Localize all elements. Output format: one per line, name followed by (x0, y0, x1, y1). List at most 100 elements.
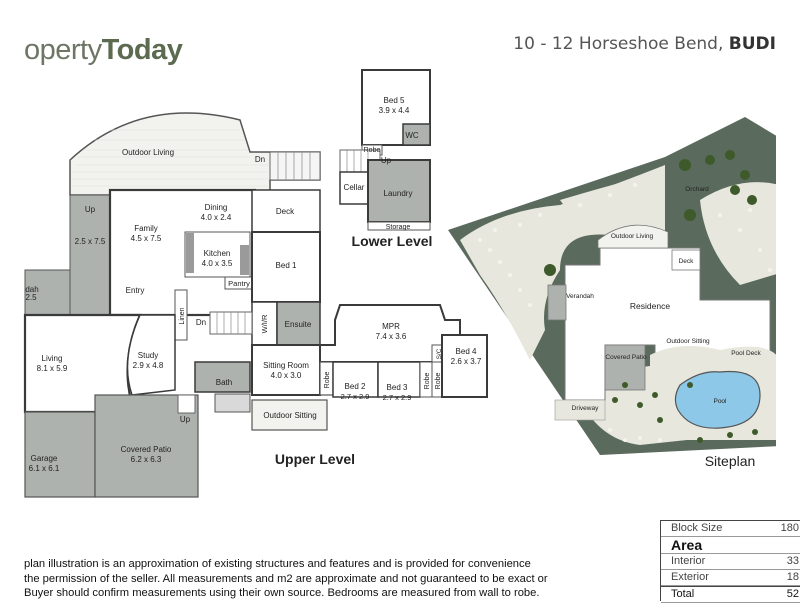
site-label-pool: Pool (713, 398, 727, 405)
pool-shape (674, 370, 761, 429)
label-sitting-size: 4.0 x 3.0 (271, 371, 302, 380)
label-mpr: MPR (382, 322, 400, 331)
site-label-driveway: Driveway (572, 405, 599, 412)
label-robe2: Robe (424, 373, 431, 390)
ensuite-room (276, 301, 321, 346)
label-linen: Linen (179, 307, 186, 324)
site-driveway (554, 399, 606, 421)
label-bed4-size: 2.6 x 3.7 (451, 357, 482, 366)
site-deck (671, 249, 701, 271)
label-verandah-size: 2.5 (25, 293, 37, 302)
kitchen-room (184, 231, 251, 278)
label-verandah: dah (25, 285, 38, 294)
label-garage-size: 6.1 x 6.1 (29, 464, 60, 473)
area-row-exterior: Exterior 18 (661, 570, 800, 586)
label-outdoor-living: Outdoor Living (122, 148, 174, 157)
bath-room (194, 361, 251, 393)
siteplan-title: Siteplan (705, 453, 756, 469)
label-bed2: Bed 2 (345, 382, 366, 391)
area-heading: Area (661, 537, 800, 554)
disclaimer-line-1: plan illustration is an approximation of… (24, 558, 531, 570)
deck-boards (72, 129, 268, 187)
label-mpr-size: 7.4 x 3.6 (376, 332, 407, 341)
kitchen-bench (240, 245, 249, 275)
address-text: 10 - 12 Horseshoe Bend, (513, 34, 729, 54)
label-covered-patio-size: 6.2 x 6.3 (131, 455, 162, 464)
block-size-label: Block Size (671, 522, 723, 534)
total-value: 52 (786, 588, 799, 600)
label-family: Family (134, 224, 158, 233)
stairs-bottom (177, 394, 196, 414)
area-row-interior: Interior 33 (661, 554, 800, 570)
brand-logo-bold: Today (101, 34, 183, 66)
label-bed4: Bed 4 (456, 347, 477, 356)
stairs-top (269, 151, 321, 181)
label-kitchen-size: 4.0 x 3.5 (202, 259, 233, 268)
label-patio-size: 2.5 x 7.5 (75, 237, 106, 246)
garden-lawn-right (700, 182, 776, 285)
interior-label: Interior (671, 555, 706, 567)
label-living: Living (42, 354, 63, 363)
upper-level-title: Upper Level (275, 451, 355, 467)
label-cellar: Cellar (344, 183, 365, 192)
label-dining: Dining (205, 203, 228, 212)
bed3-room (377, 361, 421, 398)
label-bed2-size: 2.7 x 2.9 (341, 392, 370, 401)
disclaimer-line-2: the permission of the seller. All measur… (24, 572, 548, 585)
site-outdoor-living (597, 224, 669, 249)
label-up-bottom: Up (180, 415, 191, 424)
exterior-value: 18 (786, 571, 799, 583)
interior-value: 33 (786, 555, 799, 567)
sitting-room (251, 344, 321, 396)
verandah-partial (24, 269, 71, 316)
site-label-outdoor-living: Outdoor Living (611, 233, 654, 240)
label-lower-up: Up (381, 156, 392, 165)
label-bed3-size: 2.7 x 2.9 (383, 393, 412, 402)
lower-level-plan (339, 69, 431, 231)
total-label: Total (671, 588, 695, 600)
site-label-orchard: Orchard (685, 186, 709, 193)
laundry-room (367, 159, 431, 223)
label-laundry: Laundry (384, 189, 413, 198)
label-storage: Storage (386, 224, 411, 231)
site-label-pool-deck: Pool Deck (731, 350, 761, 357)
bed1-room (251, 231, 321, 303)
label-pantry: Pantry (228, 279, 250, 288)
siteplan (448, 117, 776, 455)
outdoor-sitting (251, 399, 328, 431)
label-garage: Garage (31, 454, 58, 463)
label-study: Study (138, 351, 158, 360)
label-up-left: Up (85, 205, 96, 214)
label-study-size: 2.9 x 4.8 (133, 361, 164, 370)
label-family-size: 4.5 x 7.5 (131, 234, 162, 243)
disclaimer-text: plan illustration is an approximation of… (24, 557, 624, 601)
site-verandah (547, 284, 567, 321)
label-sc: S/C (436, 348, 443, 359)
label-bath: Bath (216, 378, 232, 387)
deck-room (251, 189, 321, 233)
address-suburb: BUDI (728, 34, 776, 54)
trees (544, 150, 758, 443)
garden-lawn-left (460, 165, 665, 360)
label-outdoor-sitting: Outdoor Sitting (263, 411, 316, 420)
storage-room (367, 221, 431, 231)
exterior-label: Exterior (671, 571, 709, 583)
label-dn-mid: Dn (196, 318, 206, 327)
disclaimer-line-3: Buyer should confirm measurements using … (24, 587, 540, 600)
label-bed5: Bed 5 (384, 96, 405, 105)
label-bed3: Bed 3 (387, 383, 408, 392)
kitchen-counter (186, 233, 194, 273)
label-bed1: Bed 1 (276, 261, 297, 270)
bathtub (214, 393, 251, 413)
site-label-outdoor-sitting: Outdoor Sitting (666, 338, 710, 345)
site-label-verandah: Verandah (566, 293, 594, 300)
label-covered-patio: Covered Patio (121, 445, 172, 454)
brand-logo: opertyToday (24, 34, 183, 67)
bed4-room (441, 334, 488, 398)
site-label-covered-patio: Covered Patio (605, 354, 647, 361)
label-entry: Entry (126, 286, 145, 295)
label-dn-top: Dn (255, 155, 265, 164)
property-address: 10 - 12 Horseshoe Bend, BUDI (513, 34, 776, 54)
